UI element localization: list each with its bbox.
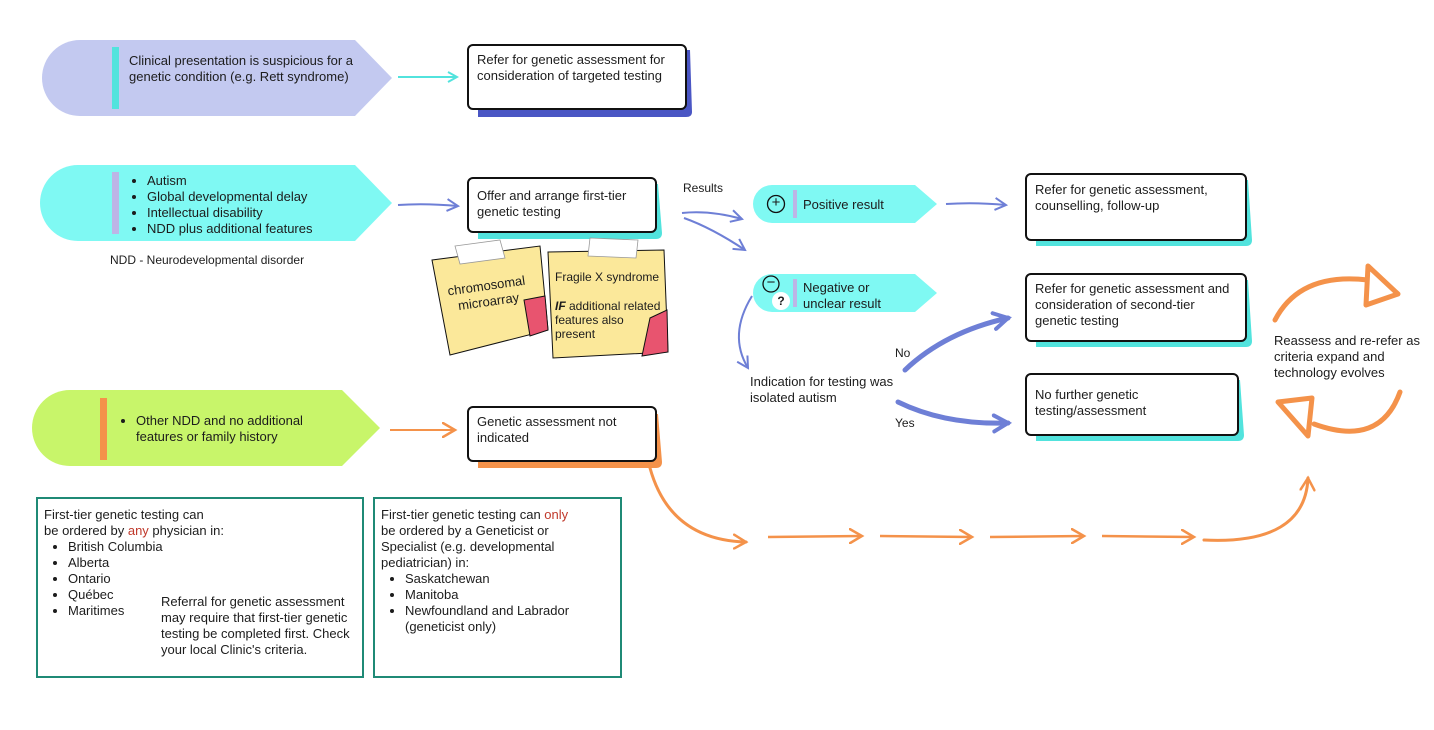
panel-right-line1: First-tier genetic testing can only <box>381 507 569 522</box>
box-no-further: No further genetic testing/assessment <box>1025 373 1239 436</box>
panel-specialist-only: First-tier genetic testing can only be o… <box>373 497 622 678</box>
arrow-results-negative <box>683 217 745 250</box>
province-item: Maritimes <box>68 603 264 619</box>
arrow-positive-to-refer <box>945 203 1006 205</box>
results-label: Results <box>683 181 724 195</box>
province-item: British Columbia <box>68 539 264 555</box>
isolated-autism-text: Indication for testing was isolated auti… <box>750 374 894 405</box>
province-item: Québec <box>68 587 264 603</box>
arrow-ndd <box>397 204 458 206</box>
box-first-tier: Offer and arrange first-tier genetic tes… <box>467 177 657 233</box>
sticky-fragile-text: Fragile X syndrome IF additional related… <box>555 270 665 341</box>
box-targeted-testing: Refer for genetic assessment for conside… <box>467 44 687 110</box>
sticky-microarray-text: chromosomal microarray <box>446 272 526 314</box>
pill-rett-accent <box>112 47 119 109</box>
question-symbol: ? <box>777 294 785 308</box>
box-not-indicated: Genetic assessment not indicated <box>467 406 657 462</box>
sticky-fragile-detail: IF additional related features also pres… <box>555 299 661 341</box>
province-item: Saskatchewan <box>405 571 616 587</box>
cycle-top-arc <box>1272 276 1371 323</box>
pill-other-list: Other NDD and no additional features or … <box>120 413 345 445</box>
province-item: Alberta <box>68 555 264 571</box>
panel-left-line1: First-tier genetic testing can <box>44 507 204 522</box>
other-item: Other NDD and no additional features or … <box>136 413 345 445</box>
arrow-results-positive <box>681 212 742 219</box>
reassess-text: Reassess and re-refer as criteria expand… <box>1274 333 1420 380</box>
ndd-item: NDD plus additional features <box>147 221 381 237</box>
no-label: No <box>895 346 911 360</box>
plus-symbol: + <box>771 194 781 211</box>
arrow-no <box>902 318 1008 373</box>
pill-other-accent <box>100 398 107 460</box>
cycle-bottom-arc <box>1311 389 1403 434</box>
panel-left-line2: be ordered by any physician in: <box>44 523 224 538</box>
panel-any-physician: First-tier genetic testing can be ordere… <box>36 497 364 678</box>
ndd-footnote: NDD - Neurodevelopmental disorder <box>110 253 305 267</box>
box-second-tier: Refer for genetic assessment and conside… <box>1025 273 1247 342</box>
arrow-orange-curve <box>648 466 746 542</box>
positive-result-label: Positive result <box>803 197 884 212</box>
negative-result-label: Negative or unclear result <box>803 280 882 311</box>
panel-right-line2: be ordered by a Geneticist or Specialist… <box>381 523 555 570</box>
ndd-item: Intellectual disability <box>147 205 381 221</box>
referral-note: Referral for genetic assessment may requ… <box>161 594 350 657</box>
yes-label: Yes <box>895 416 915 430</box>
minus-symbol: − <box>766 274 776 291</box>
box-counselling: Refer for genetic assessment, counsellin… <box>1025 173 1247 241</box>
province-item: Newfoundland and Labrador (geneticist on… <box>405 603 616 635</box>
arrow-orange-up <box>1202 478 1308 542</box>
arrow-negative-down <box>739 295 753 368</box>
province-item: Ontario <box>68 571 264 587</box>
pill-ndd-accent <box>112 172 119 234</box>
pill-ndd-list: Autism Global developmental delay Intell… <box>131 173 381 237</box>
pill-rett-text: Clinical presentation is suspicious for … <box>129 53 353 84</box>
ndd-item: Autism <box>147 173 381 189</box>
sticky-fragile-title: Fragile X syndrome <box>555 270 660 284</box>
province-item: Manitoba <box>405 587 616 603</box>
ndd-item: Global developmental delay <box>147 189 381 205</box>
